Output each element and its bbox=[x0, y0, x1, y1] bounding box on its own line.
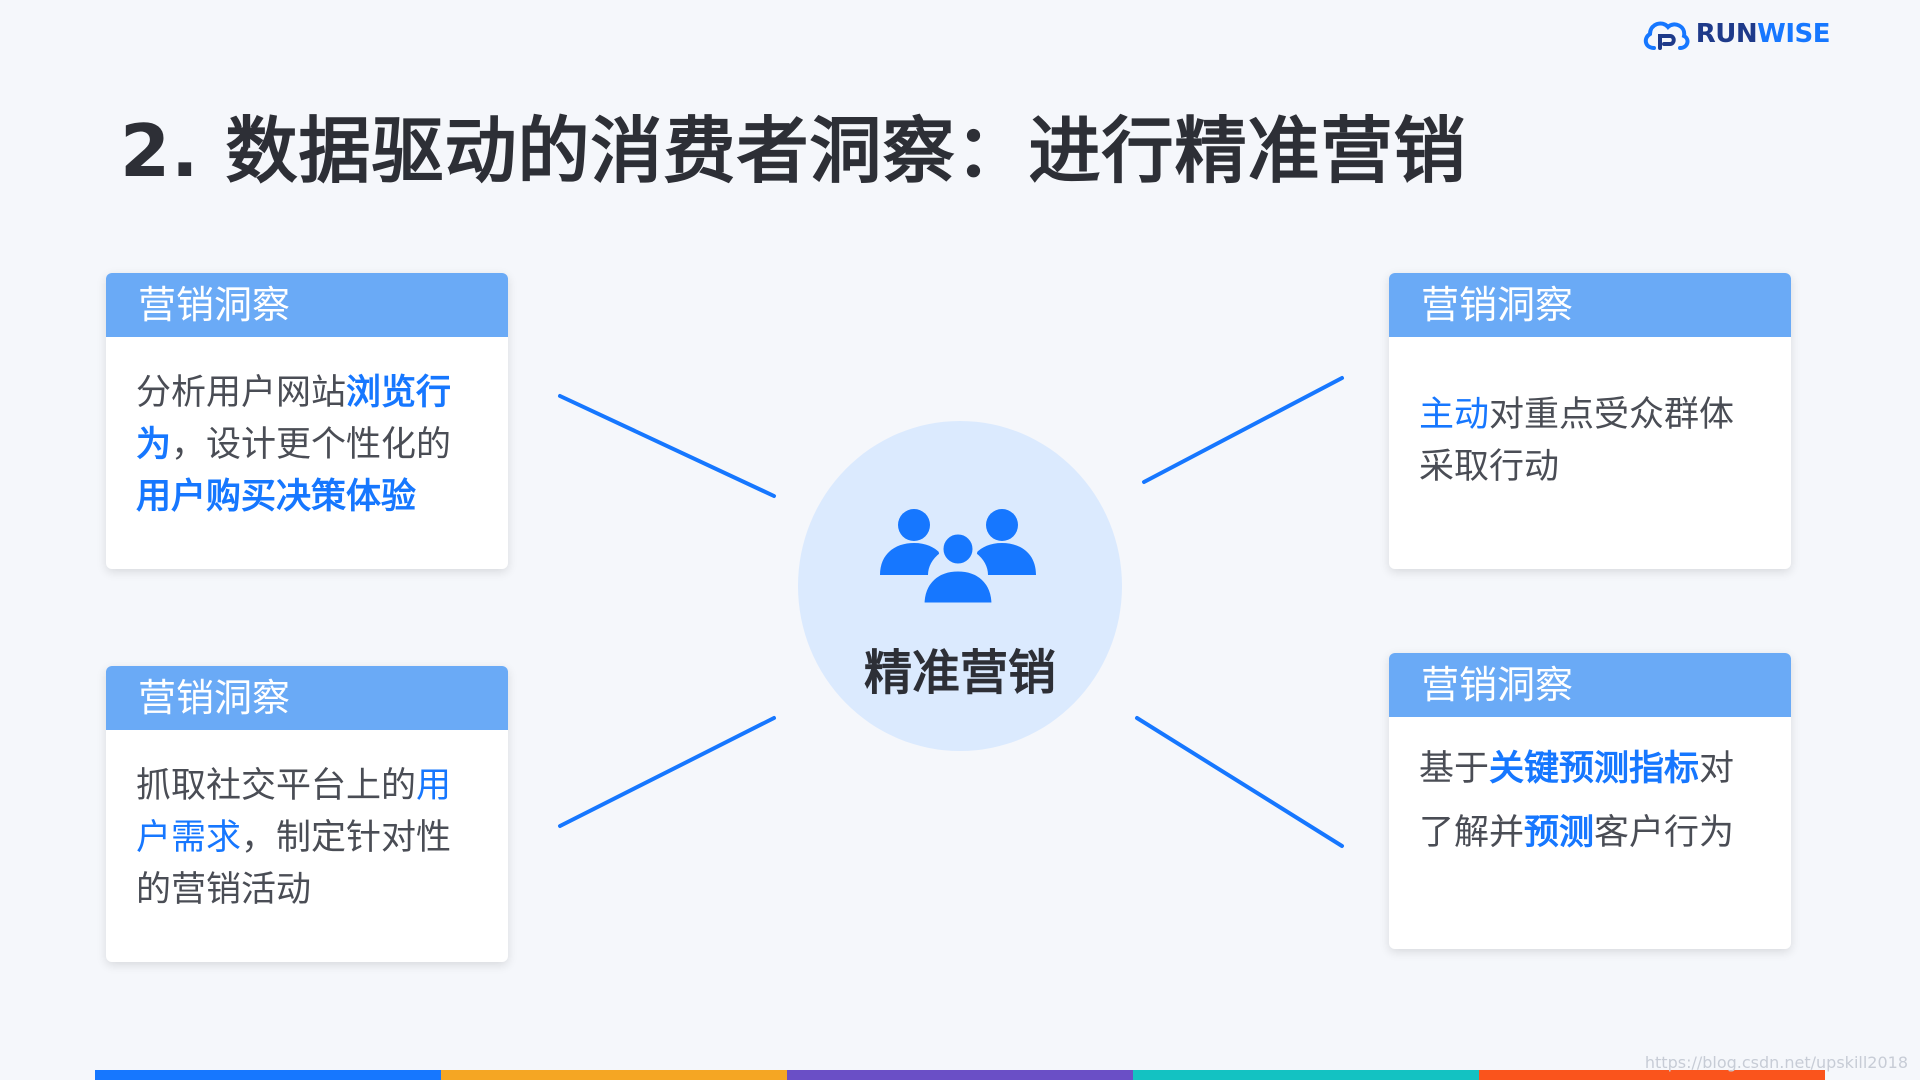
bar-segment bbox=[1479, 1070, 1825, 1080]
card-header: 营销洞察 bbox=[106, 666, 508, 730]
connector-bottom-left bbox=[558, 716, 776, 828]
connector-top-left bbox=[558, 394, 776, 498]
bar-segment bbox=[441, 1070, 787, 1080]
users-group-icon bbox=[880, 509, 1036, 605]
cloud-logo-icon bbox=[1643, 21, 1690, 50]
bar-segment bbox=[787, 1070, 1133, 1080]
insight-card-top-left: 营销洞察 分析用户网站浏览行为，设计更个性化的用户购买决策体验 bbox=[106, 273, 508, 569]
insight-card-top-right: 营销洞察 主动对重点受众群体采取行动 bbox=[1389, 273, 1791, 569]
card-body: 主动对重点受众群体采取行动 bbox=[1389, 337, 1791, 493]
runwise-logo: RUNWISE bbox=[1640, 14, 1830, 54]
card-highlight: 主动 bbox=[1419, 395, 1490, 435]
card-highlight: 浏览行为 bbox=[136, 373, 452, 465]
logo-text-run: RUN bbox=[1695, 19, 1758, 49]
card-text: 基于 bbox=[1419, 749, 1490, 789]
card-highlight: 关键预测指标 bbox=[1489, 749, 1700, 789]
logo-text-wise: WISE bbox=[1757, 19, 1830, 49]
card-text: 客户行为 bbox=[1594, 813, 1735, 853]
logo-text: RUNWISE bbox=[1695, 19, 1831, 49]
card-highlight: 用户需求 bbox=[136, 766, 452, 858]
card-text: 对重点受众群体采取行动 bbox=[1419, 395, 1735, 487]
connector-top-right bbox=[1142, 376, 1344, 484]
card-body: 分析用户网站浏览行为，设计更个性化的用户购买决策体验 bbox=[106, 337, 508, 523]
card-body: 抓取社交平台上的用户需求，制定针对性的营销活动 bbox=[106, 730, 508, 916]
page-title: 2. 数据驱动的消费者洞察：进行精准营销 bbox=[120, 109, 1467, 193]
card-text: 抓取社交平台上的 bbox=[136, 766, 417, 806]
card-header: 营销洞察 bbox=[1389, 273, 1791, 337]
card-text: 分析用户网站 bbox=[136, 373, 347, 413]
card-body: 基于关键预测指标对了解并预测客户行为 bbox=[1389, 717, 1791, 865]
card-highlight: 用户购买决策体验 bbox=[136, 477, 417, 517]
bottom-color-bar bbox=[95, 1070, 1825, 1080]
card-text: ，设计更个性化的 bbox=[171, 425, 452, 465]
insight-card-bottom-right: 营销洞察 基于关键预测指标对了解并预测客户行为 bbox=[1389, 653, 1791, 949]
bar-segment bbox=[1133, 1070, 1479, 1080]
bar-segment bbox=[95, 1070, 441, 1080]
card-header: 营销洞察 bbox=[106, 273, 508, 337]
center-label: 精准营销 bbox=[863, 645, 1056, 701]
insight-card-bottom-left: 营销洞察 抓取社交平台上的用户需求，制定针对性的营销活动 bbox=[106, 666, 508, 962]
card-text: ，制定针对性的营销活动 bbox=[136, 818, 452, 910]
connector-bottom-right bbox=[1135, 716, 1344, 848]
card-highlight: 预测 bbox=[1524, 813, 1595, 853]
card-header: 营销洞察 bbox=[1389, 653, 1791, 717]
watermark: https://blog.csdn.net/upskill2018 bbox=[1644, 1053, 1908, 1072]
card-text: 对了解并 bbox=[1419, 749, 1735, 853]
